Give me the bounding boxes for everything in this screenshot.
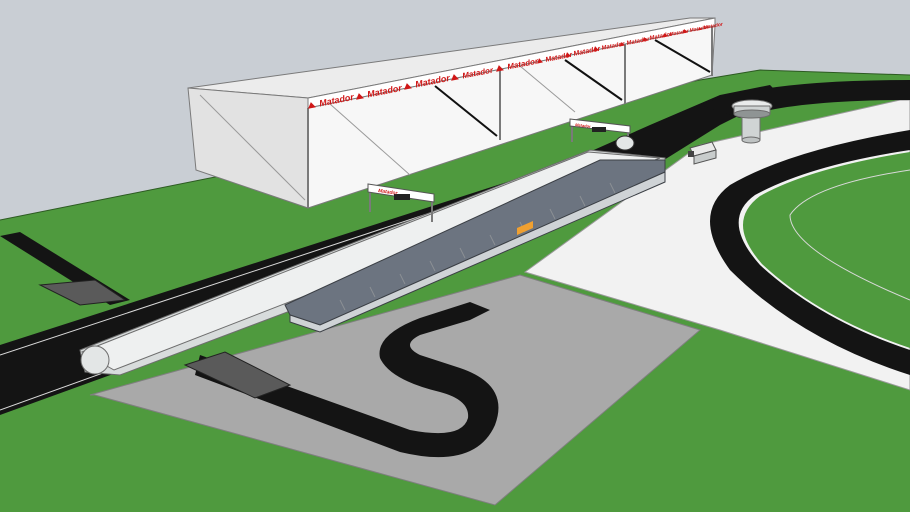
gantry-banner-label: Matador [575, 122, 591, 129]
pit-exit-building [688, 141, 717, 165]
pit-wall-end [615, 135, 635, 151]
sponsor-banner: Matador [698, 21, 724, 31]
pit-lane-cap [80, 345, 110, 375]
start-gantry-front: Matador [367, 183, 435, 222]
garage-highlight [517, 221, 533, 235]
infield-grass [742, 152, 910, 348]
race-control-tower [731, 99, 773, 144]
tunnel-center [183, 351, 292, 399]
sponsor-banner-label: Matador [649, 31, 674, 42]
pit-garages-face [289, 171, 666, 333]
sponsor-banner-label: Matador [626, 36, 651, 47]
infield-line [789, 169, 910, 301]
tunnel-left [38, 279, 127, 306]
sponsor-banner: Matador [662, 28, 690, 38]
sponsor-banner-label: Matador [601, 41, 626, 52]
sponsor-banner: Matador [642, 31, 674, 42]
sponsor-banner: Matador [593, 41, 626, 52]
grandstand [187, 17, 716, 209]
sponsor-banner: Matador [619, 36, 651, 47]
right-corner [710, 130, 910, 375]
sponsor-banner-label: Matador [703, 21, 724, 31]
paddock-area [89, 274, 702, 506]
gantry-banner-label: Matador [378, 188, 399, 197]
sponsor-banner-label: Matador [669, 28, 690, 38]
